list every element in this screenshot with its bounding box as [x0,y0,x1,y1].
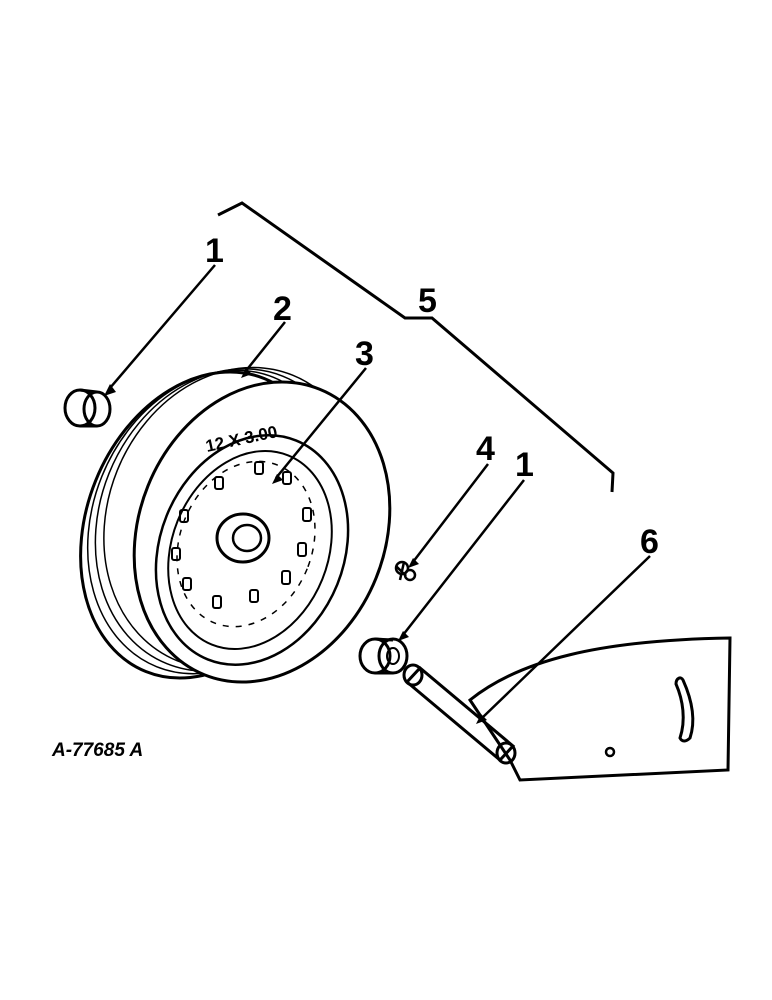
wheel-hub-outer [215,512,271,564]
bracket-hole [604,746,616,758]
leader-1-left [109,264,216,389]
callout-1-right: 1 [515,446,534,484]
axle-bracket [402,636,732,782]
axle-rod-end [402,663,424,687]
callout-1-left: 1 [205,232,224,270]
callout-3: 3 [355,335,374,373]
rim-inner [167,450,333,650]
callout-5: 5 [418,282,437,320]
bracket-plate [467,636,732,782]
leader-2 [244,321,286,373]
bracket-slot [674,676,695,743]
leader-6 [481,555,651,719]
leader-arrowheads [104,368,487,724]
leader-4 [412,463,489,563]
assembly-bracket-line [217,201,615,493]
leader-3 [275,367,367,479]
rim-slots [171,461,312,609]
fitting-part [394,560,417,582]
bearing-left [63,388,112,428]
figure-code: A-77685 A [51,740,143,761]
leader-1-right [402,479,525,636]
callout-4: 4 [476,430,495,468]
leader-lines [109,264,651,719]
wheel-hub-bore [231,523,263,553]
wheel-assembly: 12 X 3.00 [79,366,392,684]
callout-6: 6 [640,523,659,561]
bearing-right [358,637,409,675]
callout-2: 2 [273,290,292,328]
rim-outer [154,434,350,666]
bolt-circle [176,460,316,628]
